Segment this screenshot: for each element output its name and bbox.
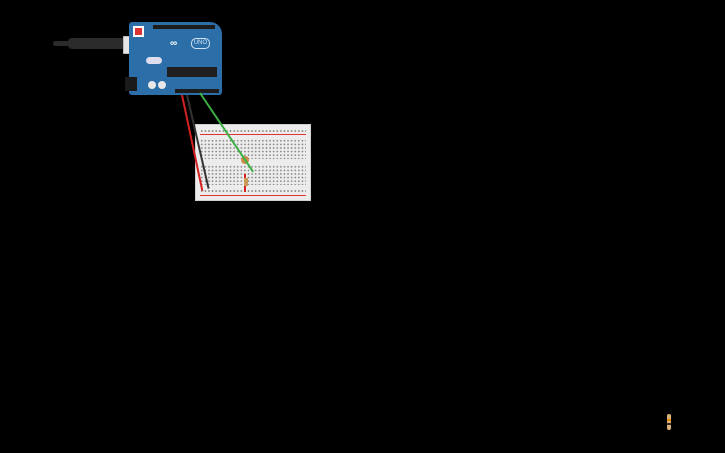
- uno-badge: UNO: [191, 38, 210, 49]
- arduino-uno-board[interactable]: [129, 22, 222, 95]
- rail-holes: [200, 129, 306, 133]
- power-rail-negative: [200, 195, 306, 196]
- capacitor: [158, 81, 166, 89]
- digital-pin-header[interactable]: [153, 25, 215, 29]
- resistor-on-breadboard[interactable]: [244, 178, 248, 186]
- resistor-band: [667, 419, 671, 421]
- rail-holes: [200, 189, 306, 193]
- power-jack: [125, 77, 137, 91]
- capacitor: [148, 81, 156, 89]
- arduino-logo-icon: ∞: [170, 38, 178, 49]
- resistor-loose[interactable]: [667, 414, 671, 430]
- usb-cable-tip[interactable]: [53, 41, 69, 46]
- power-analog-pin-header[interactable]: [175, 89, 219, 93]
- crystal-oscillator: [146, 57, 162, 64]
- power-rail-positive: [200, 134, 306, 135]
- resistor-band: [667, 423, 671, 425]
- usb-cable[interactable]: [68, 38, 124, 49]
- breadboard[interactable]: [195, 124, 311, 201]
- atmega-chip: [167, 67, 217, 77]
- terminal-holes-top: [200, 139, 306, 159]
- terminal-holes-bottom: [200, 165, 306, 185]
- reset-button[interactable]: [133, 26, 144, 37]
